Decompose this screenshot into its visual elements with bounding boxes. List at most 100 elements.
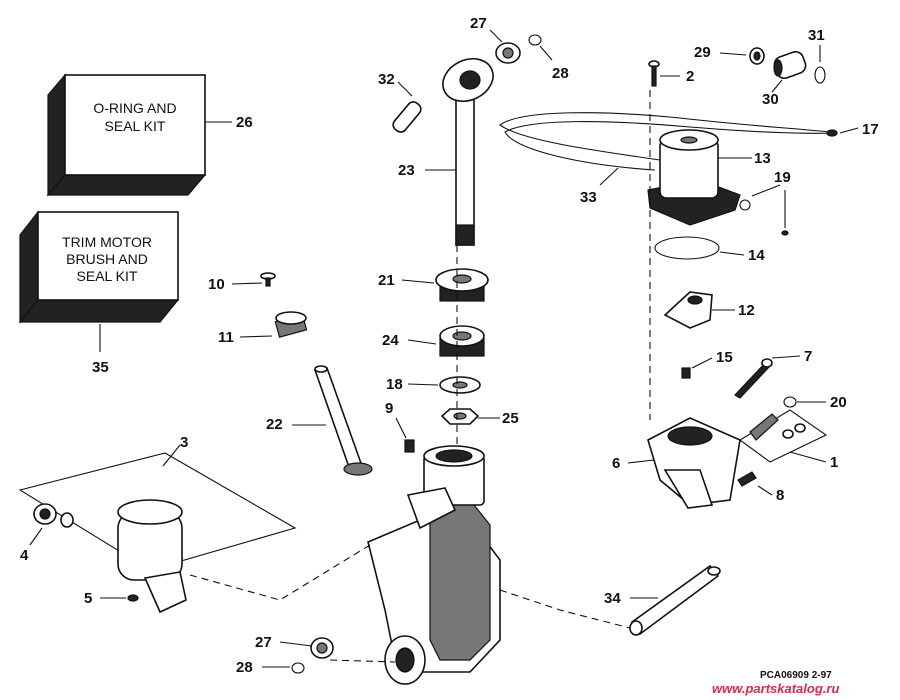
callout-32: 32	[378, 71, 395, 88]
callout-9: 9	[385, 400, 393, 417]
seal-29	[749, 47, 765, 65]
oring-seal-kit-box: O-RING AND SEAL KIT	[46, 73, 207, 197]
end-cap-21	[435, 268, 489, 302]
fitting-11	[274, 311, 308, 338]
oring-14	[654, 236, 720, 260]
pin-34	[629, 564, 721, 636]
callout-20: 20	[830, 394, 847, 411]
screw-5	[127, 594, 139, 602]
callout-34: 34	[604, 590, 621, 607]
snap-ring-28-bottom	[291, 662, 305, 674]
callout-26: 26	[236, 114, 253, 131]
callout-33: 33	[580, 189, 597, 206]
snap-ring-28-top	[528, 34, 542, 46]
piston-24	[439, 325, 485, 357]
pump-6	[647, 417, 741, 509]
oring-seal-kit-line2: SEAL KIT	[105, 118, 166, 134]
screw-15	[681, 367, 691, 379]
leader-6	[627, 459, 655, 464]
screw-10	[260, 272, 276, 287]
callout-5: 5	[84, 590, 92, 607]
washer-18	[439, 376, 481, 394]
bushing-27-top	[495, 42, 521, 64]
leader-4	[29, 527, 43, 546]
leader-14	[719, 251, 745, 256]
leader-24	[407, 339, 437, 345]
leader-3	[162, 444, 181, 467]
callout-35: 35	[92, 359, 109, 376]
reservoir-platform	[18, 452, 297, 571]
motor-wires-33	[499, 112, 838, 171]
callout-27-top: 27	[470, 15, 487, 32]
callout-10: 10	[208, 276, 225, 293]
callout-23: 23	[398, 162, 415, 179]
screw-8	[737, 471, 757, 487]
leader-8	[757, 485, 773, 496]
callout-25: 25	[502, 410, 519, 427]
cap-30	[773, 50, 807, 80]
callout-28-bottom: 28	[236, 659, 253, 676]
leader-11	[239, 335, 273, 338]
trim-motor-kit-line2: BRUSH AND	[66, 251, 148, 267]
bushing-4	[33, 503, 74, 528]
callout-19: 19	[774, 169, 791, 186]
callout-12: 12	[738, 302, 755, 319]
oring-31	[814, 66, 826, 84]
callout-30: 30	[762, 91, 779, 108]
leader-1	[789, 451, 827, 463]
callout-6: 6	[612, 455, 620, 472]
leader-33	[599, 167, 619, 186]
pump-cover-12	[663, 291, 713, 329]
trim-motor-kit-box: TRIM MOTOR BRUSH AND SEAL KIT	[18, 210, 180, 324]
callout-3: 3	[180, 434, 188, 451]
leader-21	[401, 279, 435, 284]
leader-30	[771, 79, 783, 93]
tube-22	[313, 365, 373, 476]
pin-32	[392, 101, 422, 133]
clip-19	[739, 199, 789, 236]
callout-29: 29	[694, 44, 711, 61]
callout-27-bottom: 27	[255, 634, 272, 651]
trim-motor-13	[647, 129, 741, 226]
leader-17	[839, 127, 859, 134]
callout-21: 21	[378, 272, 395, 289]
callout-4: 4	[20, 547, 29, 564]
leader-29	[719, 52, 747, 56]
leader-18	[407, 383, 439, 386]
leader-9	[395, 417, 407, 439]
leader-27-top	[489, 29, 503, 43]
bushing-27-bottom	[310, 637, 334, 659]
screw-2	[648, 60, 660, 87]
trim-motor-kit-line1: TRIM MOTOR	[62, 234, 152, 250]
leader-15	[691, 357, 713, 369]
callout-22: 22	[266, 416, 283, 433]
trim-rod-23	[442, 58, 494, 246]
callout-1: 1	[830, 454, 838, 471]
leader-27-bottom	[279, 641, 313, 647]
plug-9	[404, 439, 415, 453]
callout-7: 7	[804, 348, 812, 365]
callout-14: 14	[748, 247, 765, 264]
watermark: www.partskatalog.ru	[712, 681, 839, 696]
callout-8: 8	[776, 487, 784, 504]
drawing-code: PCA06909 2-97	[760, 670, 832, 681]
callout-18: 18	[386, 376, 403, 393]
leader-28-top	[539, 45, 553, 61]
callout-28-top: 28	[552, 65, 569, 82]
callout-11: 11	[218, 329, 234, 346]
nut-25	[440, 408, 480, 425]
leader-19	[751, 184, 781, 197]
callout-17: 17	[862, 121, 879, 138]
trim-motor-kit-line3: SEAL KIT	[77, 268, 138, 284]
trim-cylinder-housing	[367, 445, 501, 685]
callout-31: 31	[808, 27, 825, 44]
callout-15: 15	[716, 349, 733, 366]
bolt-7	[734, 358, 773, 399]
callout-13: 13	[754, 150, 771, 167]
leader-10	[231, 282, 263, 285]
oring-seal-kit-line1: O-RING AND	[93, 100, 176, 116]
valve-1	[749, 413, 806, 441]
clip-20	[783, 396, 797, 408]
leader-7	[771, 355, 801, 359]
